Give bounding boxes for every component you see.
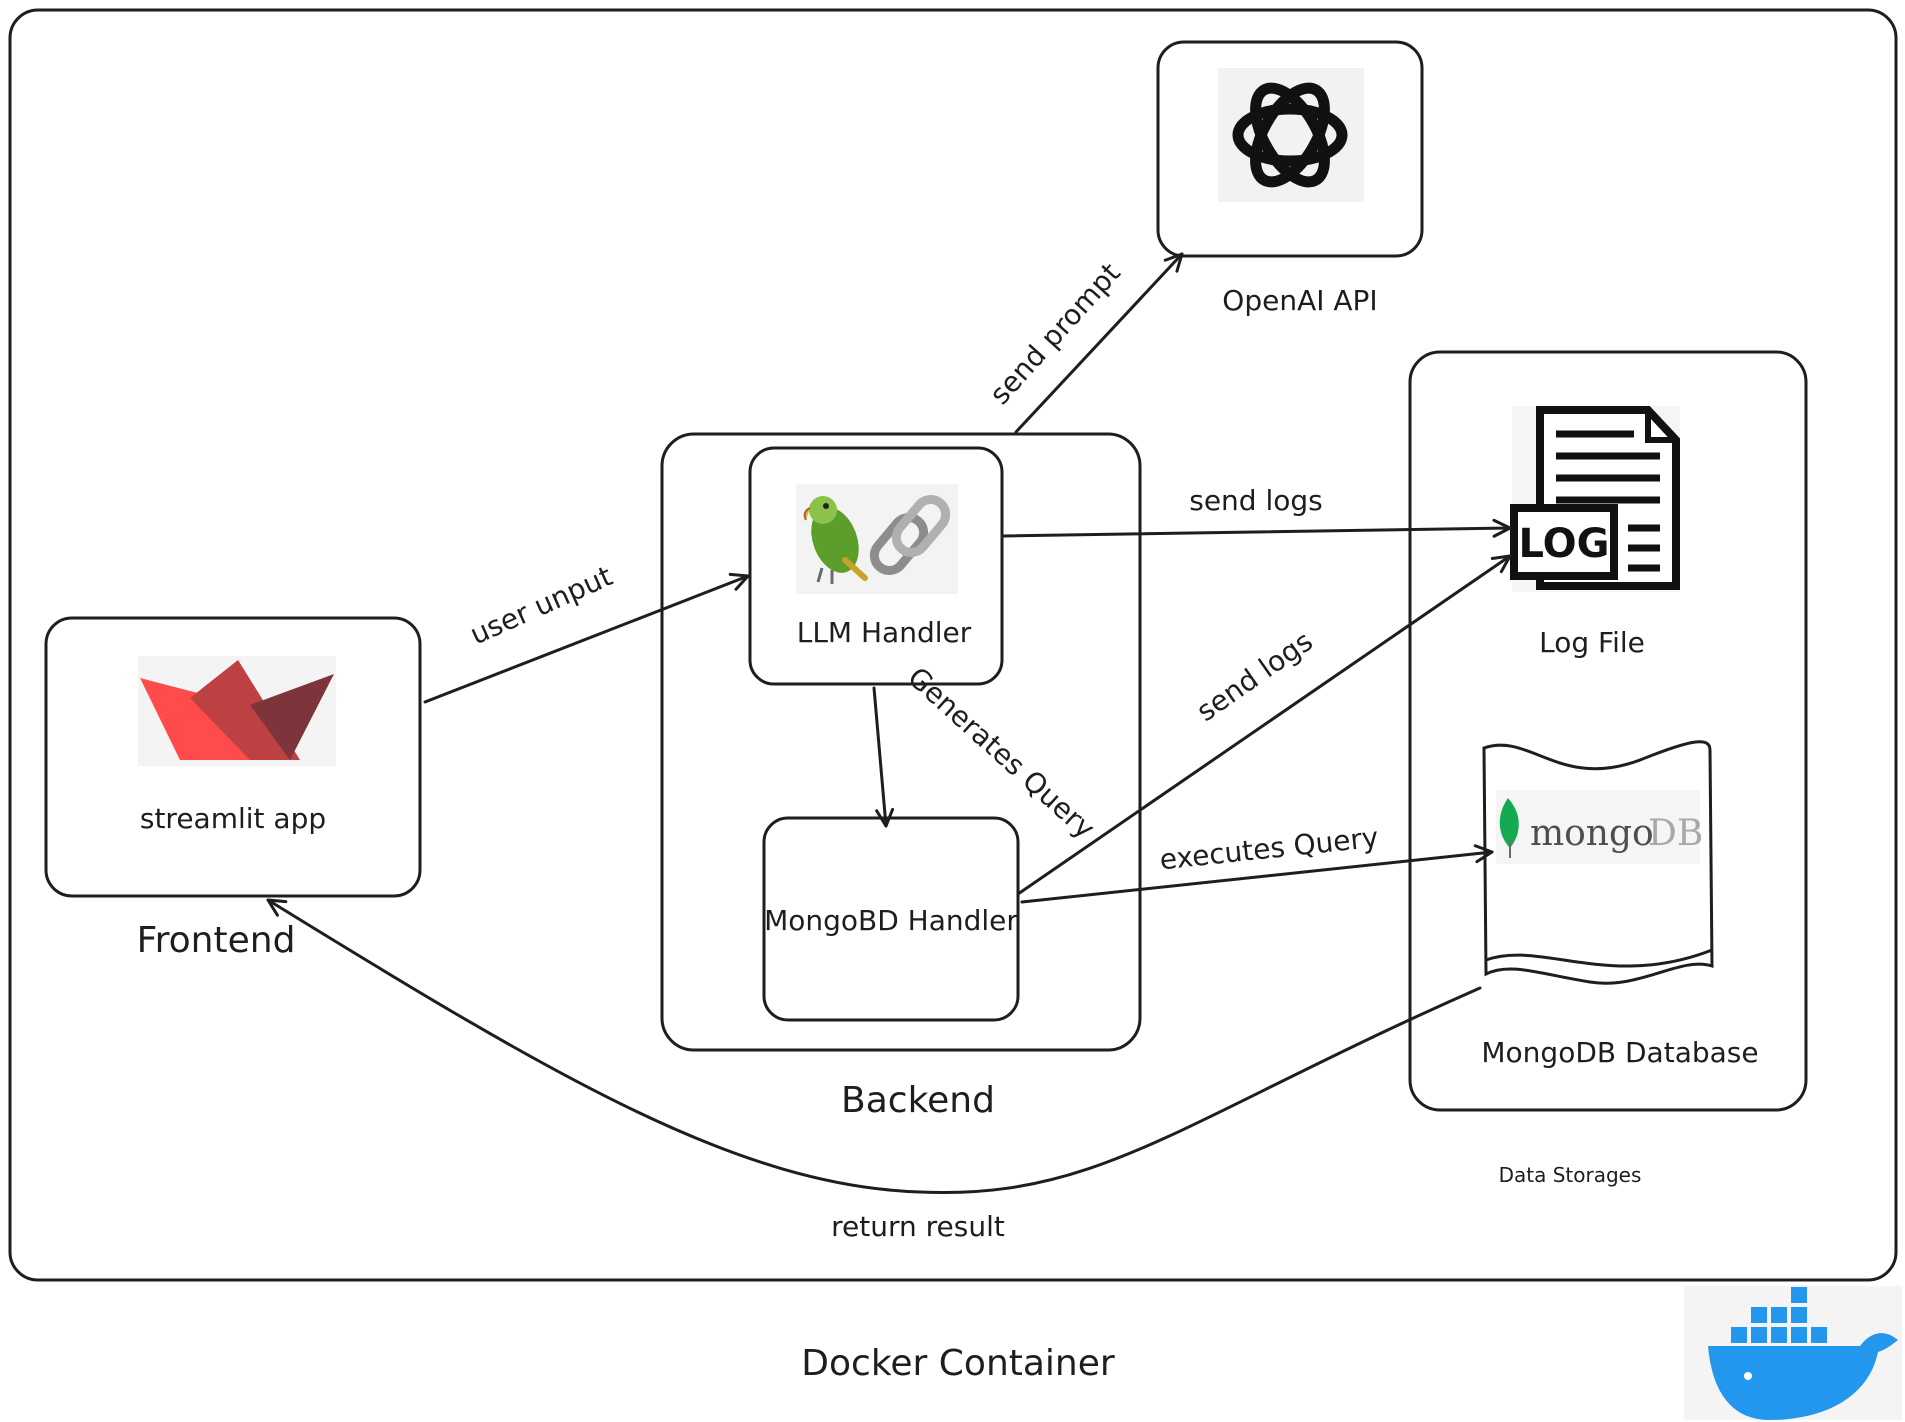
- streamlit-app-box: [44, 616, 422, 898]
- data-storages-group-box: [1408, 350, 1808, 1112]
- mongodb-cylinder-shape: [1482, 740, 1714, 985]
- llm-handler-label: LLM Handler: [797, 616, 972, 649]
- mongodb-logo-word-mongo: mongo: [1530, 813, 1654, 854]
- langchain-parrot-link-icon: [796, 484, 958, 594]
- edge-user-input: user unput: [423, 559, 750, 704]
- edge-executes-query: executes Query: [1020, 821, 1494, 904]
- edge-send-prompt: send prompt: [983, 252, 1184, 434]
- mongodb-database-node[interactable]: mongo DB MongoDB Database: [1481, 740, 1759, 1069]
- openai-box: [1156, 40, 1424, 258]
- edge-label-send-logs-mongo: send logs: [1190, 624, 1318, 728]
- streamlit-logo-icon: [138, 656, 336, 766]
- edge-return-result: return result: [266, 898, 1482, 1243]
- frontend-node[interactable]: streamlit app: [44, 616, 422, 898]
- log-file-label: Log File: [1539, 626, 1645, 659]
- mongodb-logo-word-db: DB: [1648, 813, 1703, 854]
- mongo-handler-node[interactable]: MongoBD Handler: [762, 816, 1020, 1022]
- docker-whale-icon: [1684, 1285, 1902, 1420]
- docker-container-label: Docker Container: [801, 1343, 1115, 1384]
- docker-container-frame: [8, 8, 1898, 1282]
- llm-handler-node[interactable]: LLM Handler: [748, 446, 1004, 686]
- log-file-node[interactable]: LOG Log File: [1510, 406, 1680, 659]
- openai-node[interactable]: OpenAI API: [1156, 40, 1424, 317]
- mongodb-logo-icon: mongo DB: [1496, 790, 1703, 864]
- edge-label-send-prompt: send prompt: [983, 256, 1127, 410]
- log-file-icon: LOG: [1510, 406, 1680, 592]
- edge-send-logs-llm: send logs: [1002, 484, 1512, 538]
- llm-handler-box: [748, 446, 1004, 686]
- data-storages-group-label: Data Storages: [1499, 1163, 1642, 1187]
- openai-label: OpenAI API: [1222, 284, 1377, 317]
- mongo-handler-label: MongoBD Handler: [764, 904, 1018, 937]
- mongodb-cylinder-base: [1485, 948, 1713, 968]
- edge-label-send-logs-llm: send logs: [1189, 484, 1323, 517]
- mongodb-database-label: MongoDB Database: [1481, 1036, 1758, 1069]
- backend-group-box: [660, 432, 1142, 1052]
- log-icon-text: LOG: [1519, 521, 1610, 567]
- streamlit-app-label: streamlit app: [140, 802, 326, 835]
- backend-group-label: Backend: [841, 1080, 995, 1121]
- frontend-group-label: Frontend: [137, 920, 296, 961]
- edge-label-return-result: return result: [831, 1210, 1005, 1243]
- openai-logo-icon: [1218, 68, 1364, 202]
